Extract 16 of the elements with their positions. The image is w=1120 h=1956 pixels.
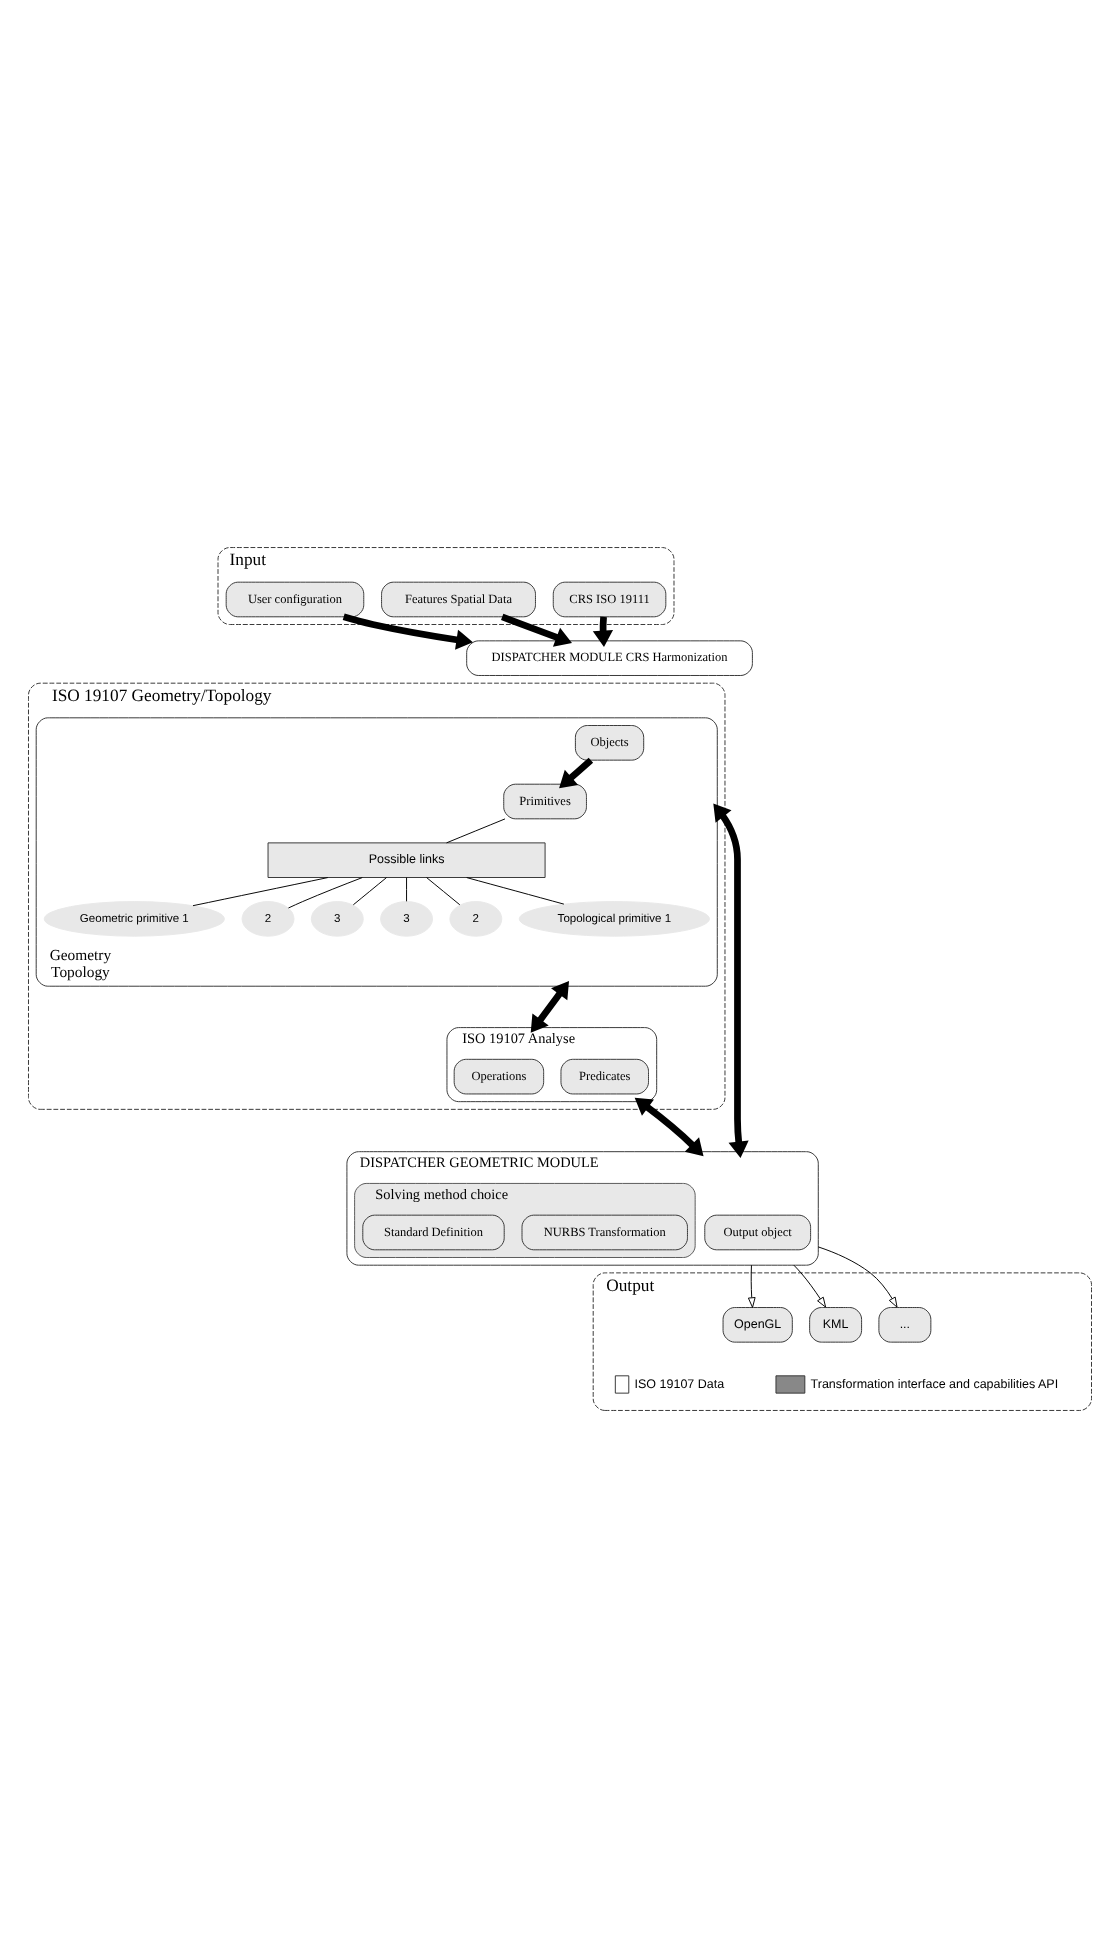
arrow: [634, 1096, 704, 1156]
arrow: [713, 802, 749, 1158]
arrow: [793, 1263, 827, 1307]
connector: [426, 876, 461, 905]
connector: [352, 876, 387, 905]
connector: [446, 817, 506, 843]
connector: [287, 876, 363, 908]
arrow: [559, 756, 594, 788]
connector: [466, 876, 565, 904]
arrow: [530, 980, 570, 1032]
arrow: [817, 1245, 898, 1307]
arrow: [747, 1263, 756, 1307]
connector: [192, 876, 329, 906]
arrow: [342, 612, 473, 649]
arrow: [501, 612, 572, 646]
connector: [406, 876, 408, 901]
